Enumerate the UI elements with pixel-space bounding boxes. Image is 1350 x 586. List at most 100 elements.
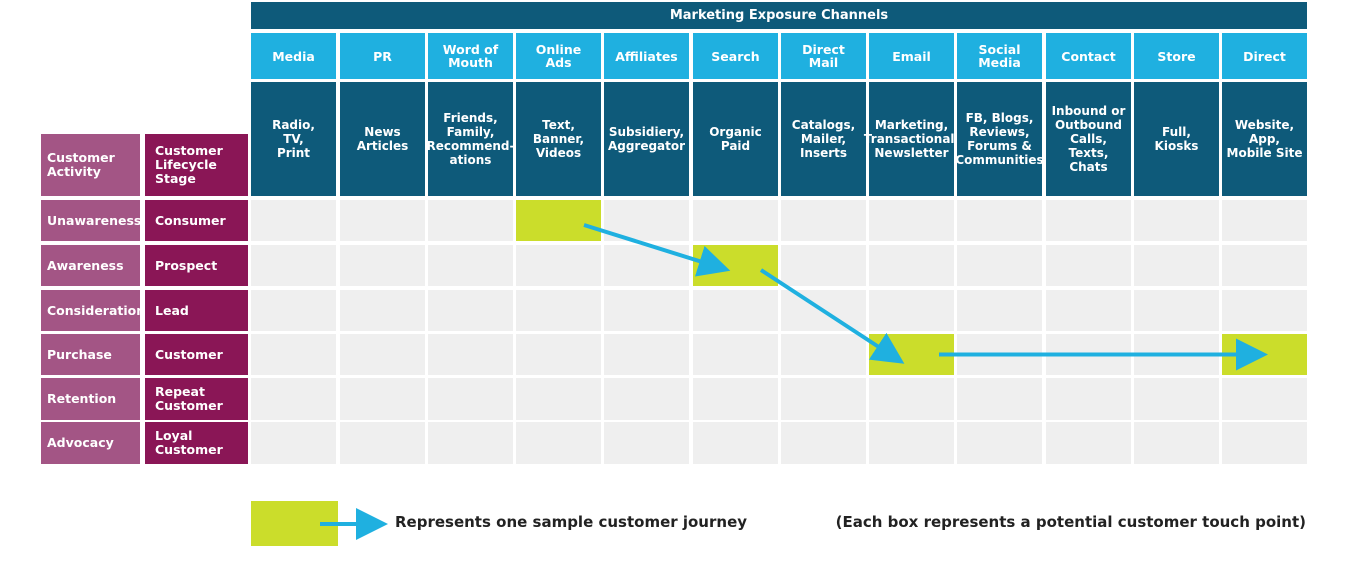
touch-point-cell [1134, 200, 1219, 241]
touch-point-cell [1046, 290, 1131, 331]
journey-arrow [759, 268, 905, 364]
touch-point-cell [693, 422, 778, 464]
touch-point-cell [251, 378, 336, 420]
touch-point-cell [1222, 378, 1307, 420]
channel-header: Contact [1046, 33, 1131, 79]
channel-examples: Inbound or Outbound Calls, Texts, Chats [1046, 82, 1131, 196]
lifecycle-stage-label: Prospect [145, 245, 248, 286]
touch-point-cell [340, 245, 425, 286]
channel-header: PR [340, 33, 425, 79]
channel-header: Search [693, 33, 778, 79]
touch-point-cell [957, 378, 1042, 420]
touch-point-cell [1134, 422, 1219, 464]
touch-point-cell [251, 200, 336, 241]
touch-point-cell [869, 422, 954, 464]
channel-header: Affiliates [604, 33, 689, 79]
touch-point-cell [869, 245, 954, 286]
touch-point-cell [604, 290, 689, 331]
lifecycle-stage-label: Lead [145, 290, 248, 331]
channel-header: Social Media [957, 33, 1042, 79]
channel-examples: FB, Blogs, Reviews, Forums & Communities [955, 82, 1044, 196]
touch-point-cell [251, 334, 336, 375]
touch-point-cell [1222, 200, 1307, 241]
channels-title-bar: Marketing Exposure Channels [251, 2, 1307, 29]
touch-point-cell [251, 422, 336, 464]
touch-point-cell [340, 334, 425, 375]
stage-column-header: Customer Lifecycle Stage [145, 134, 248, 196]
channel-examples: Organic Paid [693, 82, 778, 196]
touch-point-cell [1134, 378, 1219, 420]
customer-activity-label: Consideration [41, 290, 145, 331]
channel-header: Store [1134, 33, 1219, 79]
touch-point-cell [781, 422, 866, 464]
customer-activity-label: Unawareness [41, 200, 141, 241]
touch-point-cell [781, 200, 866, 241]
channel-examples: Subsidiery, Aggregator [604, 82, 689, 196]
touch-point-cell [957, 422, 1042, 464]
touch-point-cell [251, 245, 336, 286]
touch-point-cell [693, 290, 778, 331]
lifecycle-stage-label: Repeat Customer [145, 378, 248, 420]
touch-point-cell [781, 378, 866, 420]
journey-arrow [583, 223, 731, 277]
channel-header: Direct [1222, 33, 1307, 79]
touch-point-cell [516, 245, 601, 286]
touch-point-cell [693, 378, 778, 420]
channel-examples: Website, App, Mobile Site [1222, 82, 1307, 196]
touch-point-cell [957, 290, 1042, 331]
channel-examples: Text, Banner, Videos [516, 82, 601, 196]
touch-point-cell [340, 378, 425, 420]
channel-examples: Full, Kiosks [1134, 82, 1219, 196]
touch-point-cell [516, 334, 601, 375]
touch-point-cell [516, 378, 601, 420]
touch-point-cell [957, 200, 1042, 241]
touch-point-cell [693, 334, 778, 375]
channel-header: Direct Mail [781, 33, 866, 79]
touch-point-cell [1046, 200, 1131, 241]
touch-point-cell [604, 422, 689, 464]
touch-point-cell [516, 290, 601, 331]
touch-point-cell [604, 378, 689, 420]
channel-header: Email [869, 33, 954, 79]
touch-point-cell [340, 422, 425, 464]
touch-point-cell [1046, 422, 1131, 464]
touch-point-cell [340, 200, 425, 241]
customer-activity-label: Awareness [41, 245, 140, 286]
channel-header: Media [251, 33, 336, 79]
customer-activity-label: Purchase [41, 334, 140, 375]
customer-activity-label: Advocacy [41, 422, 140, 464]
touch-point-cell [604, 334, 689, 375]
channel-examples: News Articles [340, 82, 425, 196]
touch-point-cell [428, 334, 513, 375]
touch-point-cell [428, 290, 513, 331]
touch-point-cell-highlighted [516, 200, 601, 241]
lifecycle-stage-label: Loyal Customer [145, 422, 248, 464]
touch-point-cell [428, 378, 513, 420]
touch-point-cell [428, 422, 513, 464]
channel-header: Word of Mouth [428, 33, 513, 79]
touch-point-cell [516, 422, 601, 464]
touch-point-cell [1134, 245, 1219, 286]
legend-journey-label: Represents one sample customer journey [395, 513, 748, 531]
touch-point-cell [340, 290, 425, 331]
channel-header: Online Ads [516, 33, 601, 79]
touch-point-cell [1046, 245, 1131, 286]
channel-examples: Marketing, Transactional, Newsletter [864, 82, 959, 196]
lifecycle-stage-label: Customer [145, 334, 248, 375]
touch-point-cell [1046, 378, 1131, 420]
channel-examples: Radio, TV, Print [251, 82, 336, 196]
touch-point-cell [869, 378, 954, 420]
touch-point-cell [869, 200, 954, 241]
activity-column-header: Customer Activity [41, 134, 140, 196]
touch-point-cell [693, 200, 778, 241]
touch-point-cell [781, 245, 866, 286]
legend-note: (Each box represents a potential custome… [835, 513, 1306, 531]
channel-examples: Catalogs, Mailer, Inserts [781, 82, 866, 196]
touch-point-cell [781, 334, 866, 375]
touch-point-cell [251, 290, 336, 331]
customer-activity-label: Retention [41, 378, 140, 420]
touch-point-cell [1134, 290, 1219, 331]
touch-point-cell [1222, 245, 1307, 286]
touch-point-cell [957, 245, 1042, 286]
